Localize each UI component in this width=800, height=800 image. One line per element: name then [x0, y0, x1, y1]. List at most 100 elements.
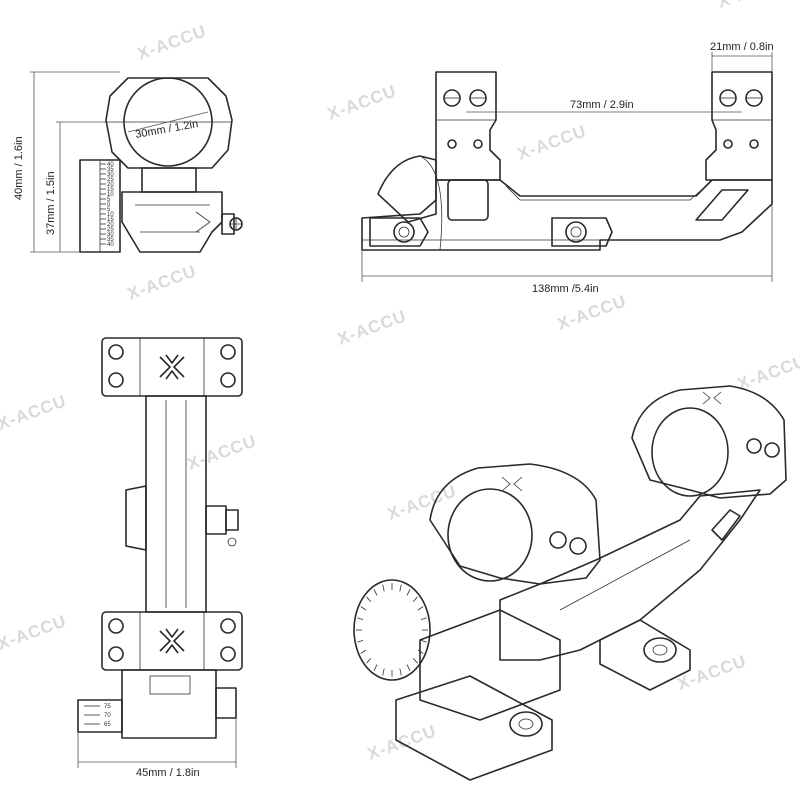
rail-clamp-rear: [551, 217, 613, 247]
scale-tick-label: 15: [107, 187, 114, 193]
bolt-nut-icon: [225, 509, 239, 531]
level-vial: [149, 675, 191, 695]
disk-tick: [412, 596, 418, 602]
brand-logo-icon: [159, 628, 185, 654]
scale-tick-label: 65: [104, 722, 111, 728]
scale-tick-label: 20: [107, 222, 114, 228]
level-housing: [377, 155, 437, 223]
disk-tick: [373, 664, 378, 671]
disk-tick: [406, 589, 411, 596]
disk-tick: [357, 640, 364, 643]
scale-tick-label: 20: [107, 182, 114, 188]
disk-tick: [382, 584, 385, 592]
front-ring-iso: [429, 463, 601, 585]
ring-diameter-label: 30mm / 1.2in: [134, 118, 199, 141]
level-disc-edge: [419, 155, 443, 251]
scale-tick-label: 70: [104, 713, 111, 719]
base-width-label: 45mm / 1.8in: [136, 767, 200, 779]
body-cutout: [447, 179, 489, 221]
scale-tick-label: 0: [107, 202, 111, 208]
ring-body: [105, 77, 233, 169]
base-clamp: [121, 191, 223, 253]
bolt-nut-icon: [215, 687, 237, 719]
brand-logo-icon: [501, 476, 523, 492]
scale-tick-label: 10: [107, 212, 114, 218]
ring-stem: [141, 167, 197, 193]
slot-cutout: [695, 189, 749, 221]
base-detail: [135, 204, 210, 233]
screw-head-icon: [764, 442, 780, 458]
watermark: X-ACCU: [325, 81, 399, 124]
scale-tick-label: 30: [107, 172, 114, 178]
front-ring: [435, 71, 501, 181]
mount-body-iso: [499, 489, 761, 661]
mount-body: [361, 179, 773, 251]
disk-tick: [360, 606, 367, 611]
screw-icon: [723, 139, 733, 149]
screw-icon: [447, 139, 457, 149]
slot-cutout-iso: [711, 509, 741, 541]
screw-icon: [220, 372, 236, 388]
base-iso: [419, 609, 561, 721]
watermark: X-ACCU: [125, 261, 199, 304]
ring-spacing-label: 73mm / 2.9in: [570, 99, 634, 111]
watermark: X-ACCU: [335, 306, 409, 349]
bottom-ring-cap: [101, 611, 243, 671]
disk-tick: [357, 617, 364, 620]
scale-tick-label: 10: [107, 192, 114, 198]
scale-tick-label: 40: [107, 242, 114, 248]
mount-arm: [145, 395, 207, 613]
disk-tick: [399, 668, 402, 676]
scale-tick-label: 35: [107, 237, 114, 243]
rear-clamp-iso: [599, 619, 691, 691]
screw-head-icon: [746, 438, 762, 454]
disk-tick: [417, 606, 424, 611]
screw-head-icon: [549, 531, 567, 549]
bolt-end-icon: [227, 537, 237, 547]
disk-tick: [366, 658, 372, 664]
clamp-nut-icon: [643, 637, 677, 663]
watermark: X-ACCU: [555, 291, 629, 334]
clamp-nut-icon: [393, 221, 415, 243]
level-scale-top-ticks: 75 70 65: [84, 704, 111, 728]
disk-tick: [412, 658, 418, 664]
side-view: 21mm / 0.8in 73mm / 2.9in 138mm /5.4in: [361, 41, 774, 295]
scale-tick-label: 15: [107, 217, 114, 223]
scale-tick-label: 25: [107, 227, 114, 233]
scale-tick-label: 75: [104, 704, 111, 710]
disk-tick: [366, 596, 372, 602]
total-height-label: 40mm / 1.6in: [13, 136, 25, 200]
brand-logo-icon: [159, 354, 185, 380]
clamp-nut-icon: [565, 221, 587, 243]
level-disk-side: [125, 485, 147, 551]
ring-width-label: 21mm / 0.8in: [710, 41, 774, 53]
watermark: X-ACCU: [735, 351, 800, 394]
level-disk-iso: [353, 579, 431, 681]
disk-tick: [420, 640, 427, 643]
center-height-label: 37mm / 1.5in: [45, 171, 57, 235]
watermark: X-ACCU: [0, 391, 69, 434]
disk-tick: [399, 584, 402, 592]
base-block: [121, 669, 217, 739]
body-channel: [505, 185, 707, 201]
screw-icon: [220, 618, 236, 634]
watermark: X-ACCU: [715, 0, 789, 12]
disk-tick: [406, 664, 411, 671]
scale-tick-label: 30: [107, 232, 114, 238]
rear-ring-bore: [651, 407, 729, 497]
watermark: X-ACCU: [515, 121, 589, 164]
scale-tick-label: 5: [107, 197, 111, 203]
level-scale-top: [77, 699, 123, 733]
scale-tick-label: 25: [107, 177, 114, 183]
scale-tick-label: 5: [107, 207, 111, 213]
top-view: 75 70 65 45mm / 1.8in: [77, 337, 243, 779]
clamp-body-side: [205, 505, 227, 535]
rail-clamp-iso: [395, 675, 553, 781]
screw-icon: [220, 344, 236, 360]
watermark: X-ACCU: [185, 431, 259, 474]
watermark: X-ACCU: [135, 21, 209, 64]
screw-icon: [749, 139, 759, 149]
